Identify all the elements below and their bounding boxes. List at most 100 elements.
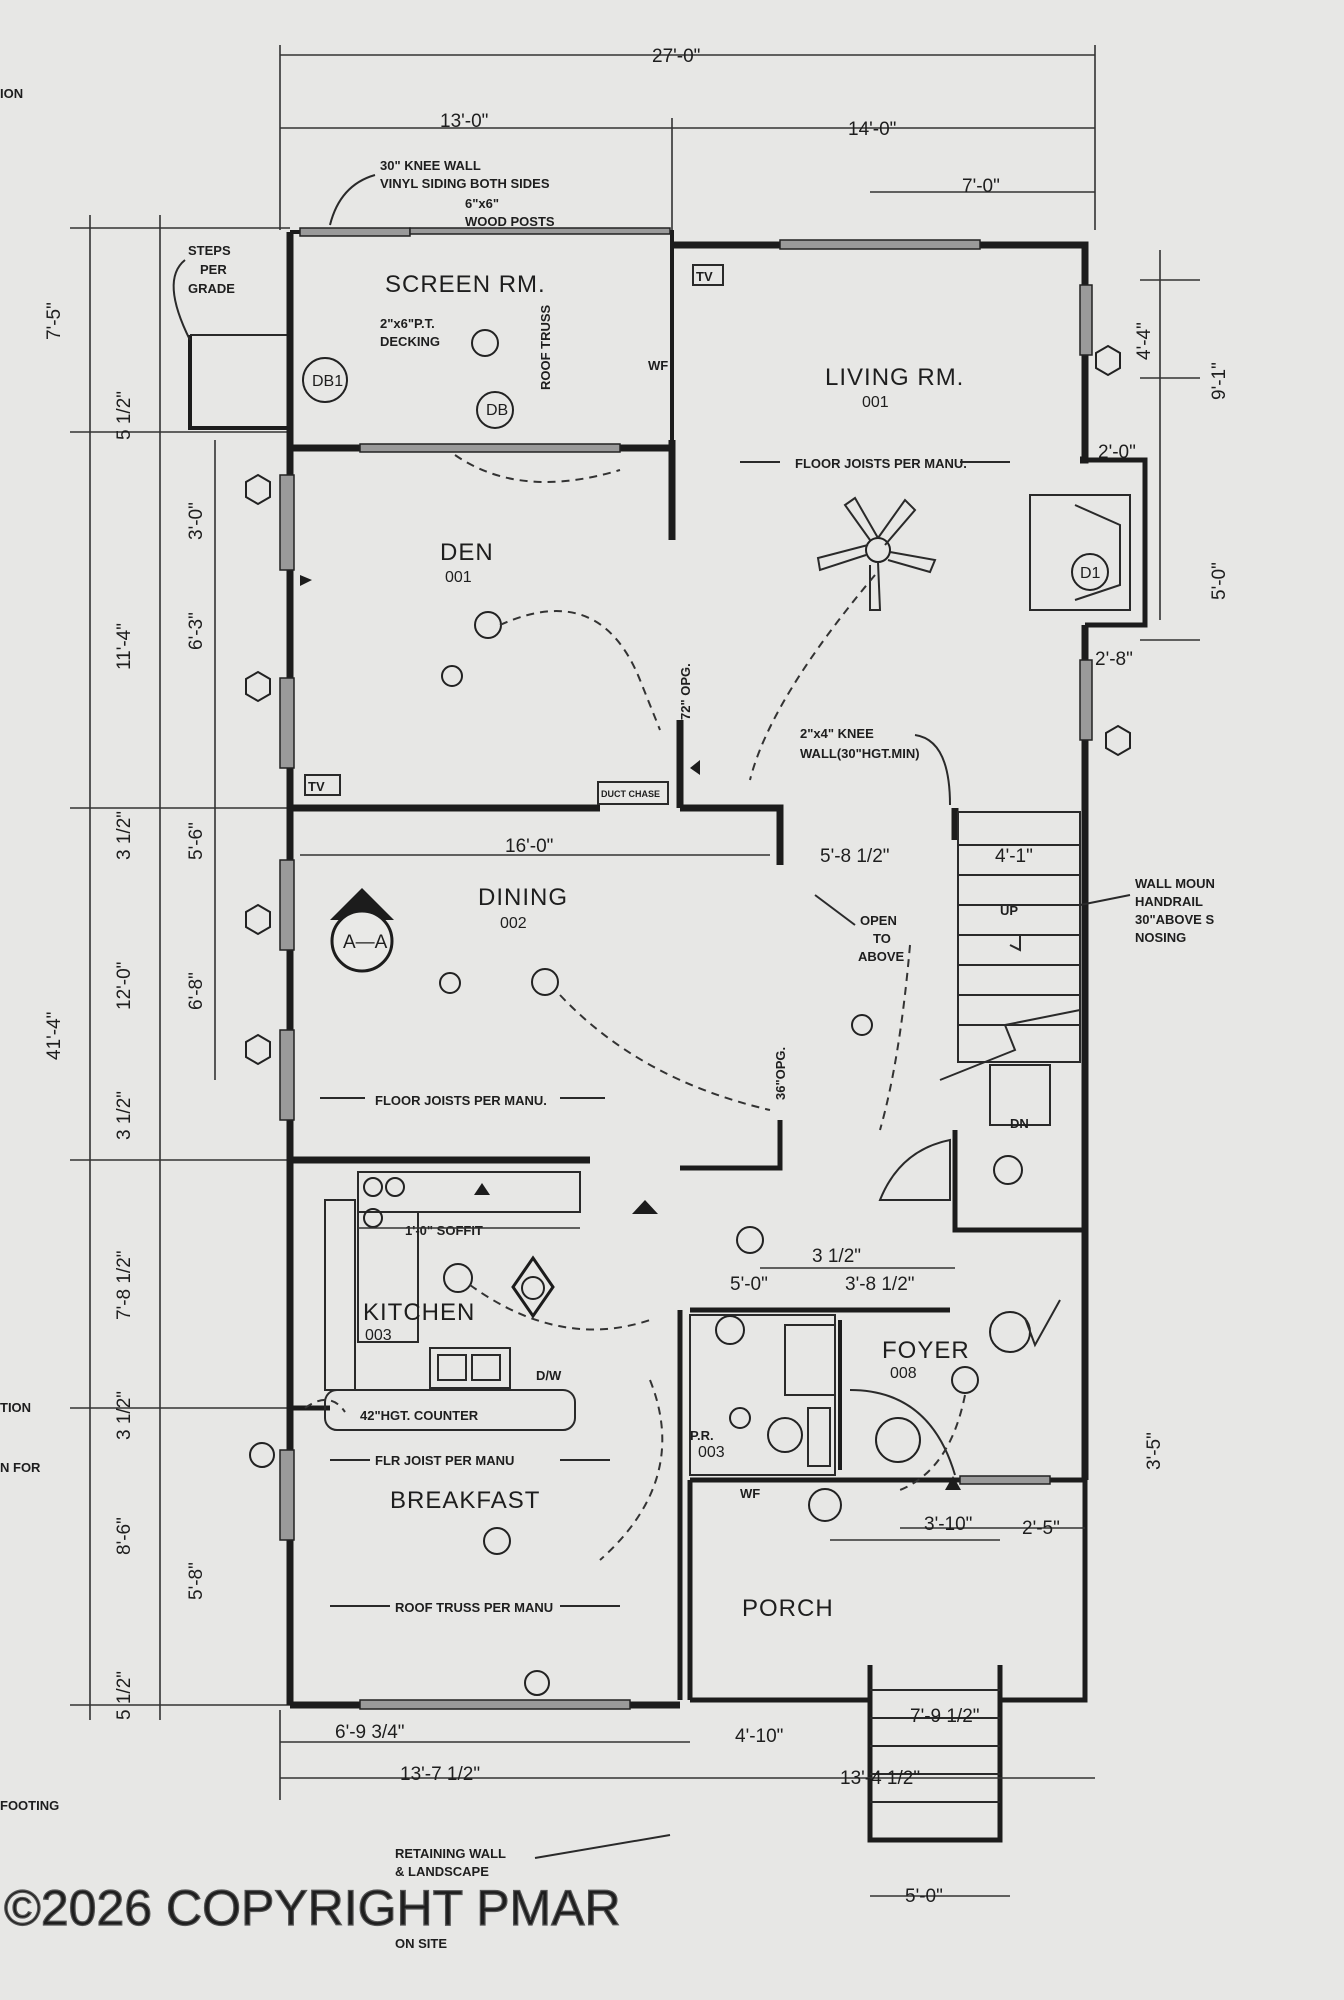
dim-top-living: 7'-0"	[962, 176, 1000, 197]
note-decking-size: 2"x6"P.T.	[380, 316, 435, 331]
note-decking: DECKING	[380, 334, 440, 349]
note-handrail-3: 30"ABOVE S	[1135, 912, 1214, 927]
dim-kitchen-b: 5'-0"	[730, 1274, 768, 1295]
dim-left-breakfast-sub: 5'-8"	[186, 1562, 207, 1600]
dim-stair-width: 4'-1"	[995, 846, 1033, 867]
window	[359, 1699, 631, 1710]
dim-left-total: 41'-4"	[44, 1012, 65, 1060]
dim-bottom-left: 13'-7 1/2"	[400, 1764, 480, 1785]
dim-left-den-sub: 6'-3"	[186, 612, 207, 650]
room-living: LIVING RM.	[825, 364, 964, 391]
dim-dining-width: 16'-0"	[505, 836, 553, 857]
margin-text: ION TION N FOR FOOTING	[0, 86, 59, 1813]
dim-bottom-steps: 5'-0"	[905, 1886, 943, 1907]
dim-right-fireplace: 5'-0"	[1209, 562, 1230, 600]
margin-text-1: ION	[0, 86, 23, 101]
living-room: LIVING RM. 001 TV FLOOR JOISTS PER MANU.…	[692, 264, 1215, 945]
note-posts-size: 6"x6"	[465, 196, 499, 211]
dim-left-dining: 12'-0"	[114, 962, 135, 1010]
note-retaining-1: RETAINING WALL	[395, 1846, 506, 1861]
room-porch: PORCH	[742, 1595, 834, 1622]
window	[299, 227, 411, 237]
note-floor-joists-dining: FLOOR JOISTS PER MANU.	[375, 1093, 547, 1108]
window	[959, 1475, 1051, 1485]
dim-left-den: 11'-4"	[114, 623, 135, 670]
room-kitchen: KITCHEN	[363, 1299, 475, 1326]
left-dimensions: 7'-5" 5 1/2" 3'-0" 11'-4" 6'-3" 3 1/2" 5…	[44, 215, 290, 1720]
note-soffit: 1'-0" SOFFIT	[405, 1223, 483, 1238]
section-tags	[245, 344, 1131, 1696]
retaining-note: RETAINING WALL & LANDSCAPE ON SITE	[395, 1834, 671, 1951]
dim-bottom-right: 13'-4 1/2"	[840, 1768, 920, 1789]
den-room: DEN 001 72" OPG. TV DUCT CHASE	[300, 539, 700, 805]
note-knee-wall: 30" KNEE WALL	[380, 158, 481, 173]
dim-left-kitchen: 7'-8 1/2"	[114, 1250, 135, 1320]
window	[779, 239, 981, 250]
room-kitchen-number: 003	[365, 1327, 392, 1344]
note-floor-joists-living: FLOOR JOISTS PER MANU.	[795, 456, 967, 471]
window	[279, 677, 295, 769]
foyer-room: FOYER 008	[849, 1299, 1061, 1491]
note-wf-1: WF	[648, 358, 668, 373]
dim-left-b: 3 1/2"	[114, 811, 135, 860]
dim-overall-width: 27'-0"	[652, 46, 700, 67]
window	[1079, 659, 1093, 741]
dim-right-a: 4'-4"	[1134, 322, 1155, 360]
room-den: DEN	[440, 539, 494, 566]
note-duct-chase: DUCT CHASE	[601, 789, 660, 799]
note-steps-1: STEPS	[188, 243, 231, 258]
note-retaining-3: ON SITE	[395, 1936, 447, 1951]
dim-left-breakfast: 8'-6"	[114, 1517, 135, 1555]
note-opening-den: 72" OPG.	[678, 663, 693, 720]
dim-right-b: 9'-1"	[1209, 362, 1230, 400]
bottom-dimensions: 6'-9 3/4" 4'-10" 7'-9 1/2" 13'-7 1/2" 13…	[279, 1706, 1095, 1907]
note-counter: 42"HGT. COUNTER	[360, 1408, 479, 1423]
note-open-2: TO	[873, 931, 891, 946]
section-label: A—A	[343, 932, 388, 953]
dim-bottom-b: 4'-10"	[735, 1726, 783, 1747]
dim-left-dining-top: 5'-6"	[186, 822, 207, 860]
door-tag-db: DB	[486, 402, 508, 419]
dim-left-a: 5 1/2"	[114, 391, 135, 440]
room-foyer: FOYER	[882, 1337, 970, 1364]
note-retaining-2: & LANDSCAPE	[395, 1864, 489, 1879]
windows	[279, 227, 1093, 1710]
fireplace-tag: D1	[1080, 565, 1101, 582]
dim-right-d: 2'-8"	[1095, 649, 1133, 670]
dim-left-den-window: 3'-0"	[186, 502, 207, 540]
entry-steps: DB1	[188, 334, 348, 430]
breakfast-room: FLR JOIST PER MANU BREAKFAST ROOF TRUSS …	[304, 1379, 664, 1615]
dim-left-steps: 7'-5"	[44, 302, 65, 340]
room-living-number: 001	[862, 394, 889, 411]
window	[1079, 284, 1093, 356]
room-pr-number: 003	[698, 1444, 725, 1461]
note-wf-2: WF	[740, 1486, 760, 1501]
dim-kitchen-a: 3 1/2"	[812, 1246, 861, 1267]
margin-text-2: TION	[0, 1400, 31, 1415]
room-pr: P.R.	[690, 1428, 714, 1443]
ceiling-fan-icon	[816, 496, 937, 611]
dim-bottom-a: 6'-9 3/4"	[335, 1722, 405, 1743]
note-roof-truss: ROOF TRUSS	[538, 304, 553, 390]
note-roof-truss-breakfast: ROOF TRUSS PER MANU	[395, 1600, 553, 1615]
dim-bottom-c: 7'-9 1/2"	[910, 1706, 980, 1727]
porch-area: PORCH WF 3'-10" 2'-5"	[740, 1486, 1085, 1622]
room-foyer-number: 008	[890, 1365, 917, 1382]
dim-right-foyer: 3'-5"	[1144, 1432, 1165, 1470]
den-tv: TV	[308, 779, 325, 794]
window	[279, 474, 295, 571]
dining-room: 16'-0" 5'-8 1/2" 4'-1" DINING 002 A—A 36…	[300, 836, 1033, 1131]
note-knee-wall-stair-1: 2"x4" KNEE	[800, 726, 874, 741]
dim-porch-a: 3'-10"	[924, 1514, 972, 1535]
note-opening-dining: 36"OPG.	[773, 1047, 788, 1100]
room-dining: DINING	[478, 884, 568, 911]
note-handrail-2: HANDRAIL	[1135, 894, 1203, 909]
stair-up-label: UP	[1000, 903, 1018, 918]
dim-left-e: 5 1/2"	[114, 1671, 135, 1720]
margin-text-3: N FOR	[0, 1460, 41, 1475]
dim-left-dining-sub: 6'-8"	[186, 972, 207, 1010]
stair-down-label: DN	[1010, 1116, 1029, 1131]
copyright-watermark: ©2026 COPYRIGHT PMAR	[4, 1880, 621, 1936]
note-steps-3: GRADE	[188, 281, 235, 296]
